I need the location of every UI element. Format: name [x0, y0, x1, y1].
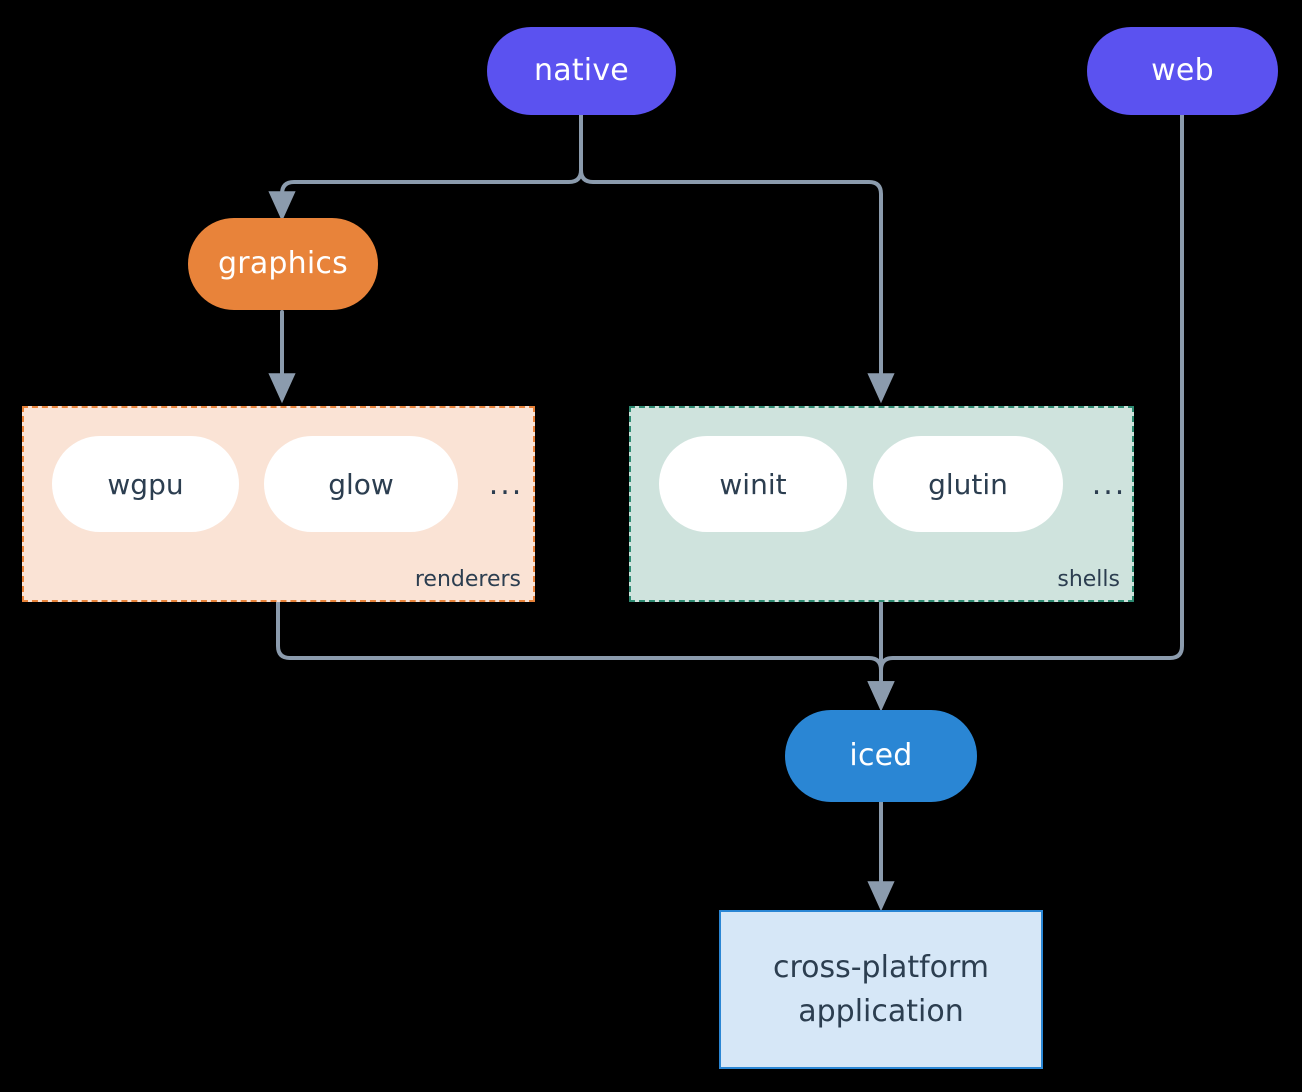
- node-native-label: native: [534, 53, 629, 89]
- group-renderers-more-ellipsis: ...: [480, 464, 532, 504]
- node-graphics[interactable]: graphics: [188, 218, 378, 310]
- node-application-label-line2: application: [798, 993, 964, 1029]
- group-shells-label: shells: [1057, 567, 1120, 592]
- group-renderers-more-label: ...: [488, 466, 524, 502]
- group-shells-item-winit-label: winit: [719, 467, 787, 501]
- group-shells-more-label: ...: [1091, 466, 1127, 502]
- group-renderers: wgpu glow ... renderers: [22, 406, 535, 602]
- group-shells-item-glutin[interactable]: glutin: [873, 436, 1063, 532]
- node-graphics-label: graphics: [218, 246, 348, 282]
- group-renderers-item-glow-label: glow: [328, 467, 394, 501]
- group-renderers-item-wgpu-label: wgpu: [107, 467, 184, 501]
- group-renderers-item-wgpu[interactable]: wgpu: [52, 436, 239, 532]
- group-shells-more-ellipsis: ...: [1083, 464, 1135, 504]
- group-shells-item-winit[interactable]: winit: [659, 436, 847, 532]
- node-web[interactable]: web: [1087, 27, 1278, 115]
- node-iced[interactable]: iced: [785, 710, 977, 802]
- node-iced-label: iced: [849, 738, 913, 774]
- node-cross-platform-application[interactable]: cross-platform application: [719, 910, 1043, 1069]
- group-shells-item-glutin-label: glutin: [928, 467, 1008, 501]
- group-shells: winit glutin ... shells: [629, 406, 1134, 602]
- edge-renderers-to-iced: [276, 600, 895, 712]
- group-renderers-item-glow[interactable]: glow: [264, 436, 458, 532]
- node-native[interactable]: native: [487, 27, 676, 115]
- node-web-label: web: [1151, 53, 1214, 89]
- edge-native-to-shells: [579, 111, 895, 404]
- group-renderers-label: renderers: [414, 567, 521, 592]
- edge-native-to-graphics: [268, 111, 583, 222]
- node-application-label-line1: cross-platform: [772, 950, 990, 985]
